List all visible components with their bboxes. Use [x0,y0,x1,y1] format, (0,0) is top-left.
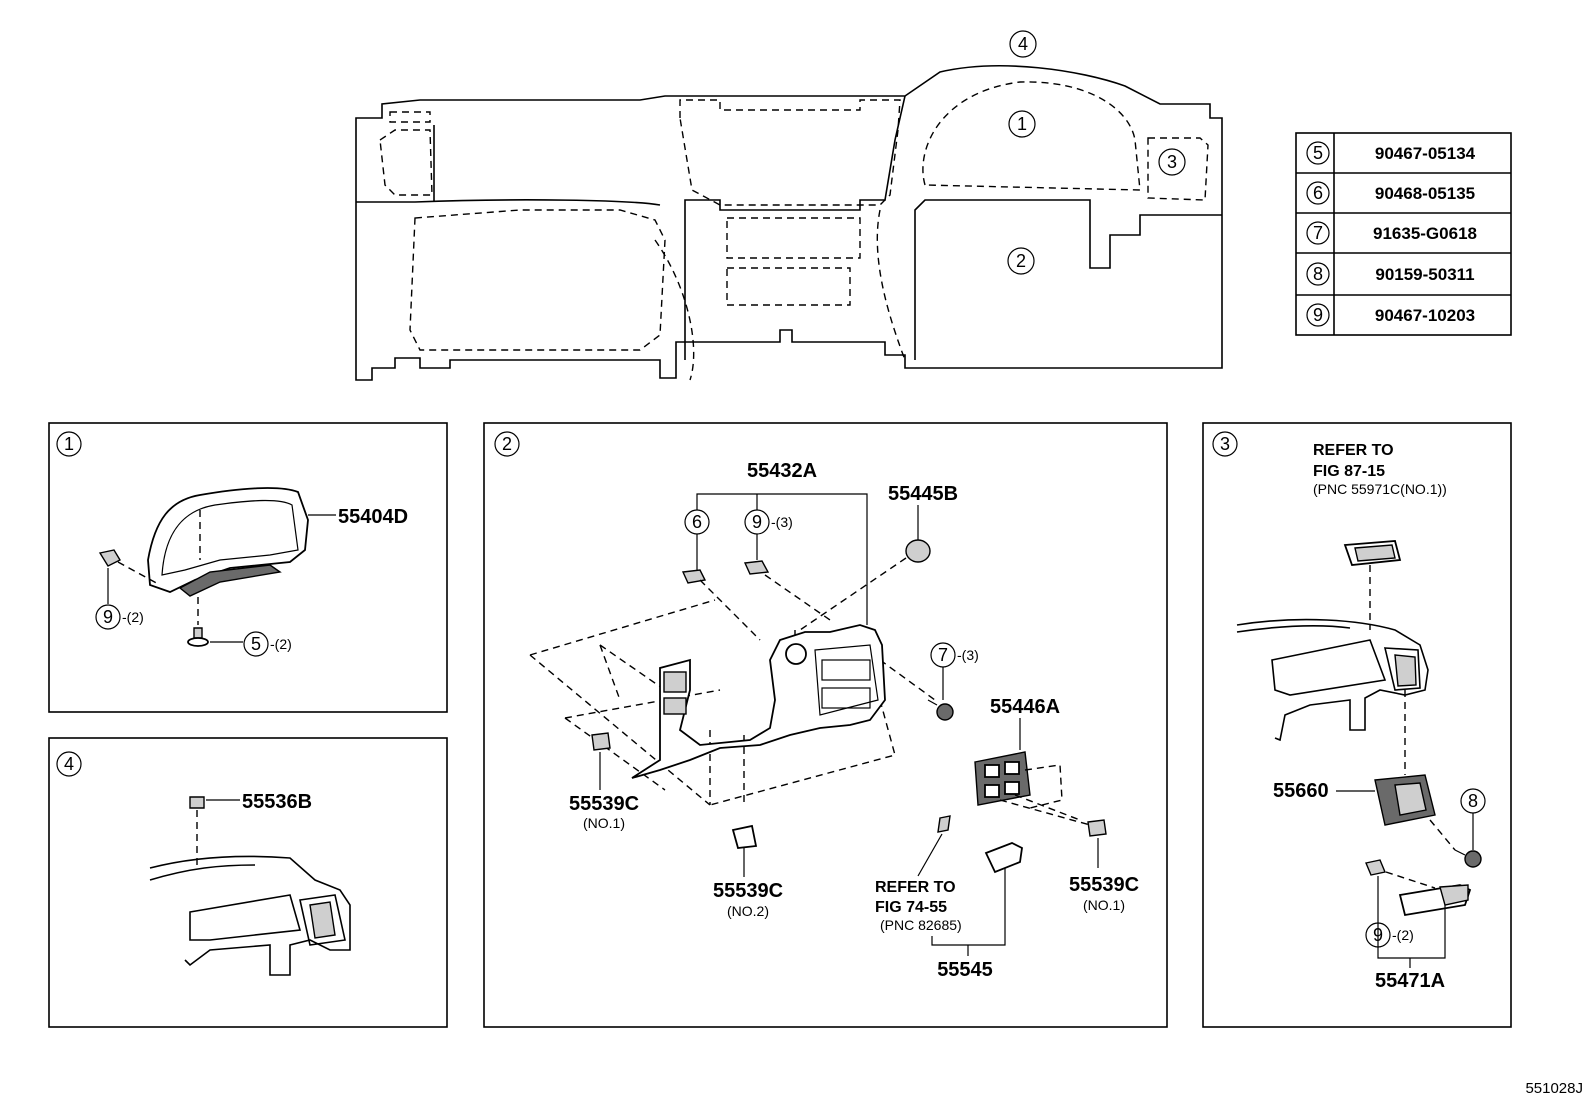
svg-text:3: 3 [1167,152,1177,172]
table-row: 9 90467-10203 [1306,303,1475,327]
svg-text:8: 8 [1313,264,1323,284]
table-row: 5 90467-05134 [1306,141,1476,165]
dashboard-corner-illustration [149,855,351,976]
svg-text:REFER TO: REFER TO [875,879,956,896]
svg-text:2: 2 [502,434,512,454]
table-row: 8 90159-50311 [1306,262,1475,286]
switch-base-illustration [974,751,1031,806]
svg-text:90467-10203: 90467-10203 [1375,306,1475,325]
detail-panel-4: 4 55536B [48,737,448,1028]
svg-text:90159-50311: 90159-50311 [1375,265,1474,284]
svg-text:(NO.2): (NO.2) [727,903,769,919]
svg-text:91635-G0618: 91635-G0618 [1373,224,1477,243]
svg-text:9: 9 [752,512,762,532]
svg-text:55536B: 55536B [242,791,312,813]
svg-text:-(2): -(2) [270,636,292,652]
dashboard-overview [355,65,1223,381]
svg-text:-(3): -(3) [957,647,979,663]
svg-text:55539C: 55539C [569,793,639,815]
svg-text:-(2): -(2) [122,609,144,625]
panel-badge: 3 [1212,431,1238,457]
svg-text:4: 4 [64,754,74,774]
svg-text:FIG 74-55: FIG 74-55 [875,899,947,916]
svg-text:8: 8 [1468,791,1478,811]
svg-text:55471A: 55471A [1375,970,1445,992]
svg-text:7: 7 [938,645,948,665]
svg-text:REFER TO: REFER TO [1313,442,1394,459]
overview-callout-2: 2 [1007,247,1035,275]
detail-panel-1: 1 55404D 9 -(2) 5 -(2) [48,422,448,713]
svg-text:9: 9 [1373,925,1383,945]
overview-callout-1: 1 [1008,110,1036,138]
panel-badge: 1 [56,431,82,457]
meter-hood-illustration [147,487,309,597]
svg-text:6: 6 [692,512,702,532]
svg-text:(NO.1): (NO.1) [1083,897,1125,913]
svg-text:(PNC 82685): (PNC 82685) [880,917,962,933]
svg-text:9: 9 [1313,305,1323,325]
detail-panel-3: 3 REFER TO FIG 87-15 (PNC 55971C(NO.1)) … [1202,422,1512,1028]
svg-text:1: 1 [64,434,74,454]
svg-text:1: 1 [1017,114,1027,134]
svg-text:55539C: 55539C [1069,874,1139,896]
svg-text:-(2): -(2) [1392,927,1414,943]
vent-outlet-illustration [1374,774,1436,826]
svg-text:(PNC 55971C(NO.1)): (PNC 55971C(NO.1)) [1313,481,1447,497]
panel-badge: 4 [56,751,82,777]
table-row: 7 91635-G0618 [1306,221,1477,245]
panel-badge: 2 [494,431,520,457]
vent-part-illustration [1343,540,1402,566]
garnish-illustration [1398,884,1472,917]
svg-text:FIG 87-15: FIG 87-15 [1313,463,1385,480]
svg-text:55446A: 55446A [990,696,1060,718]
svg-text:4: 4 [1018,34,1028,54]
svg-text:-(3): -(3) [771,514,793,530]
svg-text:9: 9 [103,607,113,627]
svg-text:(NO.1): (NO.1) [583,815,625,831]
svg-text:6: 6 [1313,183,1323,203]
svg-text:55545: 55545 [937,959,993,981]
svg-text:90468-05135: 90468-05135 [1375,184,1475,203]
table-row: 6 90468-05135 [1306,181,1475,205]
svg-text:55660: 55660 [1273,780,1329,802]
svg-text:5: 5 [1313,143,1323,163]
svg-text:7: 7 [1313,223,1323,243]
svg-text:5: 5 [251,634,261,654]
svg-text:2: 2 [1016,251,1026,271]
svg-text:3: 3 [1220,434,1230,454]
overview-callout-4: 4 [1009,30,1037,58]
dashboard-side-illustration [1236,618,1429,742]
svg-text:55539C: 55539C [713,880,783,902]
svg-text:90467-05134: 90467-05134 [1375,144,1476,163]
svg-text:55445B: 55445B [888,483,958,505]
svg-text:55404D: 55404D [338,506,408,528]
svg-text:55432A: 55432A [747,460,817,482]
figure-code: 551028J [1525,1080,1583,1097]
overview-callout-3: 3 [1158,148,1186,176]
part-number-table: 5 90467-05134 6 90468-05135 7 91635-G061… [1295,132,1512,336]
lower-finish-panel-illustration [631,624,886,779]
detail-panel-2: 2 55432A 6 9 -(3) 55445B [483,422,1168,1028]
